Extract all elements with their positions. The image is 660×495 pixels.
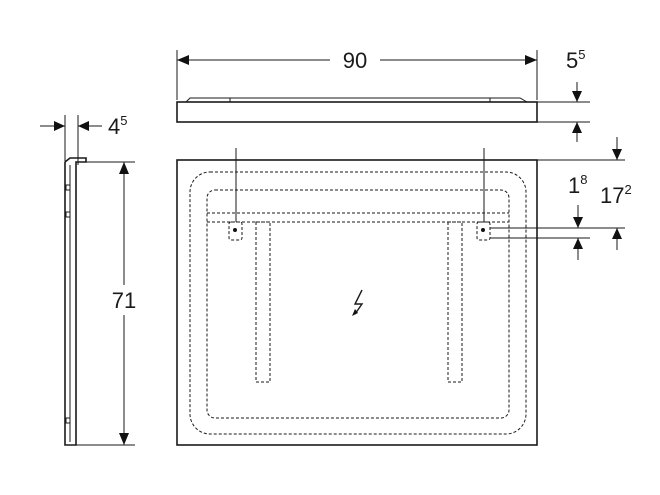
bracket-left bbox=[255, 221, 271, 383]
top-depth-label: 55 bbox=[566, 47, 585, 73]
lightning-bolt-icon bbox=[352, 289, 364, 316]
led-frame-inner bbox=[206, 189, 510, 419]
hanging-hole-right bbox=[476, 221, 491, 241]
mirror-top-body bbox=[176, 101, 538, 123]
hole-height-label: 172 bbox=[600, 182, 632, 208]
top-view: 90 55 bbox=[176, 47, 590, 142]
hole-offset-label: 18 bbox=[568, 172, 587, 198]
side-view: 45 71 bbox=[40, 113, 136, 446]
led-frame-outer bbox=[189, 171, 527, 435]
side-depth-label: 45 bbox=[108, 113, 127, 139]
bracket-right bbox=[447, 221, 463, 383]
height-label: 71 bbox=[112, 288, 136, 313]
width-label: 90 bbox=[343, 48, 367, 73]
hanging-hole-left bbox=[228, 221, 243, 241]
mirror-front-body bbox=[176, 159, 538, 446]
hole-dimensions: 172 18 bbox=[490, 137, 632, 260]
front-view bbox=[176, 148, 538, 446]
